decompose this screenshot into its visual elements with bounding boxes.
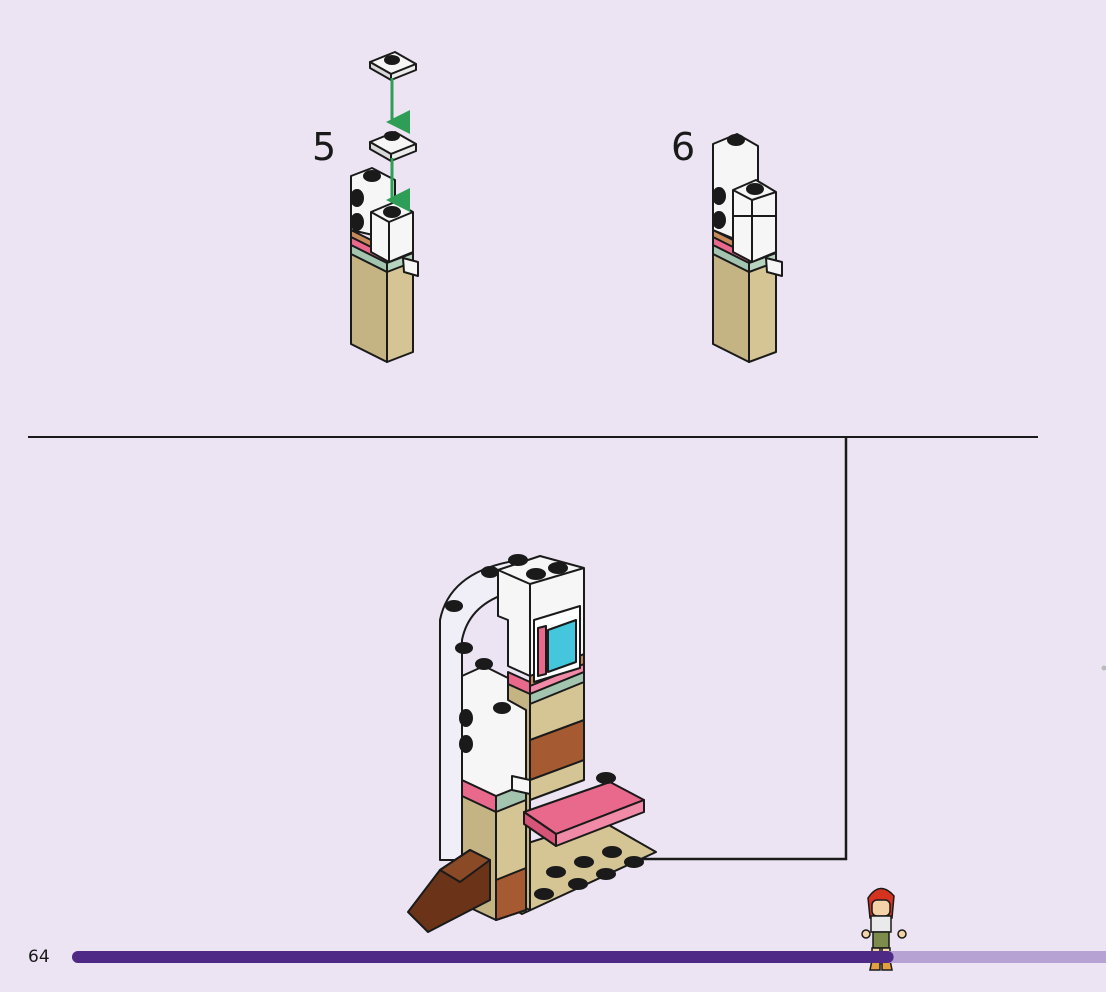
main-assembly <box>407 554 657 933</box>
progress-bar <box>72 951 1106 963</box>
progress-fill <box>72 951 894 963</box>
plate-piece <box>369 131 417 162</box>
tile-piece <box>369 51 417 81</box>
step-number-6: 6 <box>671 125 696 169</box>
step-number-5: 5 <box>312 125 337 169</box>
edge-dot <box>1101 665 1106 671</box>
page-number: 64 <box>28 947 50 967</box>
step-6-model <box>712 133 783 363</box>
sticker-icon <box>533 605 581 683</box>
step-5-model <box>350 51 419 363</box>
callout-line <box>546 437 848 861</box>
